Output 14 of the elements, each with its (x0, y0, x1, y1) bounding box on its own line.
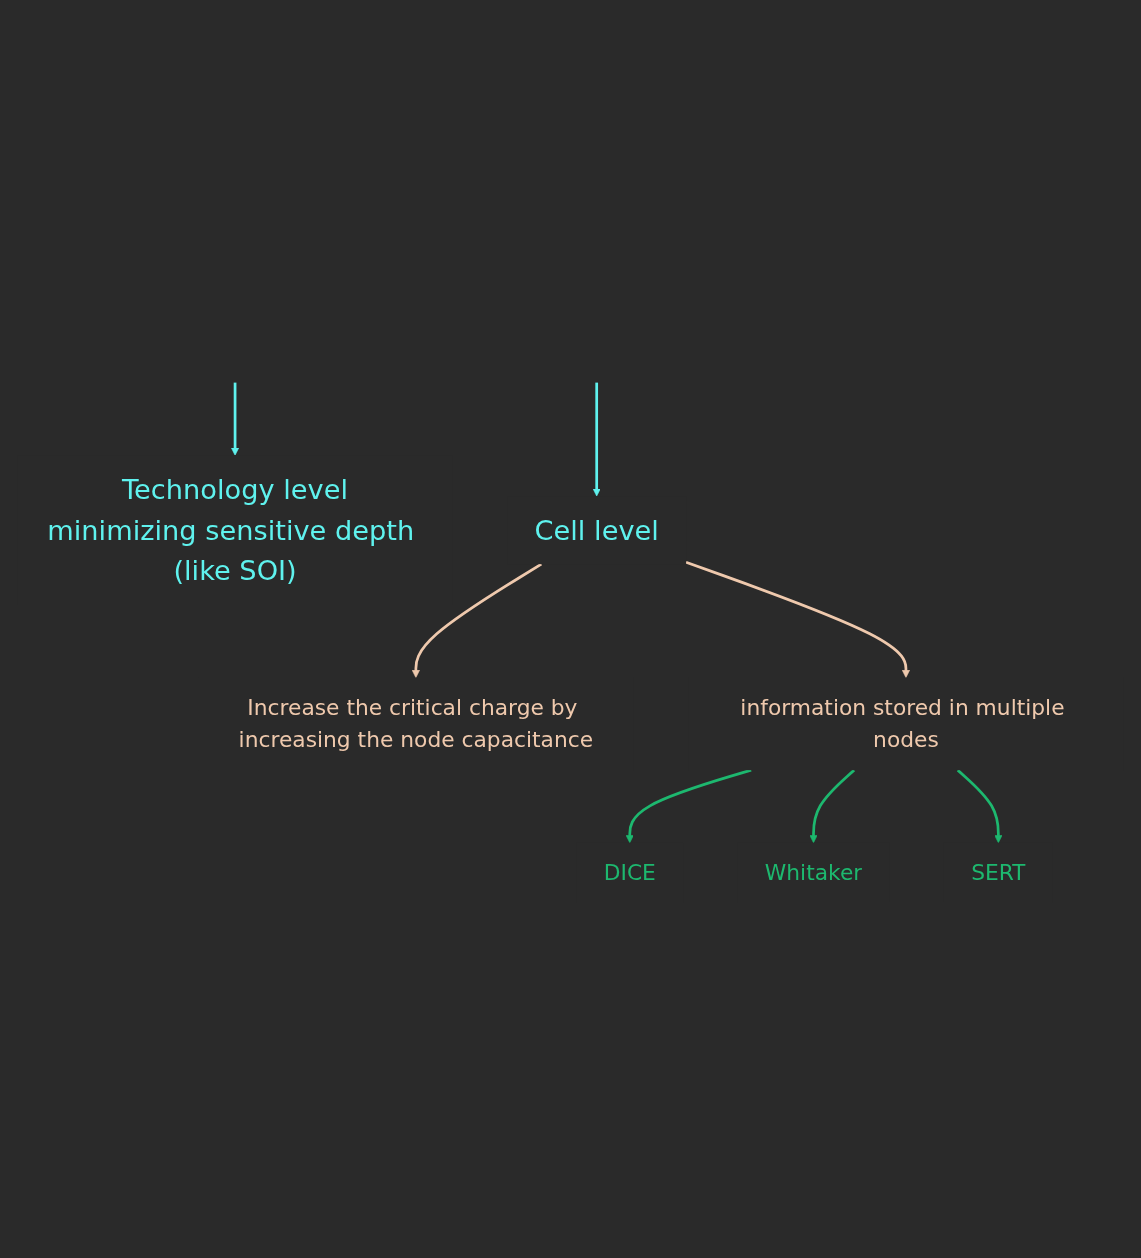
node-text: Increase the critical charge by increasing the node capacitance (238, 694, 594, 753)
arrow (411, 562, 543, 678)
arrow (685, 560, 910, 678)
arrow (809, 769, 856, 844)
node-text: Whitaker (764, 859, 863, 886)
arrow (625, 768, 752, 844)
node-text: DICE (603, 859, 656, 886)
node-text: Cell level (534, 514, 659, 546)
node-text: Technology level minimizing sensitive depth (like SOI) (47, 473, 415, 587)
arrow (592, 382, 601, 497)
arrow (956, 769, 1003, 844)
node-text: SERT (971, 859, 1026, 886)
node-text: information stored in multiple nodes (740, 694, 1065, 753)
arrow (231, 382, 240, 456)
